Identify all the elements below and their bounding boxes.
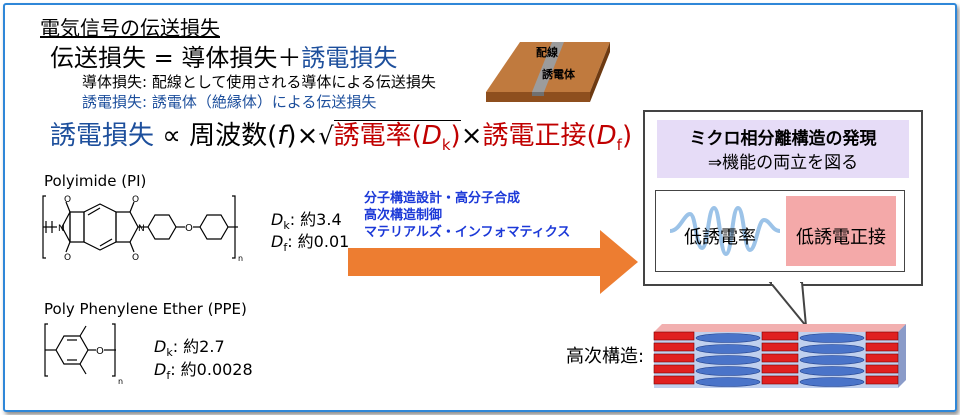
ppe-df: Df: 約0.0028 bbox=[154, 356, 253, 382]
formula-dielectric-loss: 誘電損失 bbox=[301, 44, 398, 72]
pi-df-d: D bbox=[271, 232, 284, 251]
pi-structure: O O O O N N O n bbox=[40, 190, 245, 263]
board-side bbox=[590, 42, 610, 102]
bubble-subtitle: ⇒機能の両立を図る bbox=[707, 153, 859, 173]
f2-permittivity: 誘電率(Dk) bbox=[333, 120, 461, 155]
low-dk-label: 低誘電率 bbox=[684, 227, 756, 248]
pi-dk: Dk: 約3.4 bbox=[271, 206, 342, 232]
f2-frequency: ∝ 周波数( bbox=[154, 121, 278, 151]
pi-o1: O bbox=[64, 195, 71, 205]
dielectric-label: 誘電体 bbox=[542, 67, 576, 81]
pi-df: Df: 約0.01 bbox=[271, 228, 349, 254]
formula-lhs: 伝送損失 = 導体損失＋ bbox=[50, 44, 302, 72]
wire-strip bbox=[532, 42, 564, 92]
ppe-df-d: D bbox=[154, 360, 167, 379]
ppe-o: O bbox=[96, 346, 104, 357]
wire-label: 配線 bbox=[536, 45, 558, 59]
f2-dielectric-loss: 誘電損失 bbox=[50, 121, 155, 151]
ppe-dk-d: D bbox=[154, 337, 167, 356]
pi-df-value: : 約0.01 bbox=[287, 232, 350, 251]
slide-title: 電気信号の伝送損失 bbox=[40, 16, 220, 40]
ppe-dk: Dk: 約2.7 bbox=[154, 333, 225, 359]
development-arrow bbox=[348, 230, 638, 294]
ppe-structure: O n bbox=[44, 323, 123, 386]
bubble-tail-shape bbox=[768, 282, 808, 330]
f2-times2: × bbox=[460, 121, 483, 151]
df-f: f bbox=[616, 136, 622, 155]
arrow-shape bbox=[348, 230, 638, 294]
ppe-n-subscript: n bbox=[118, 377, 123, 386]
arrow-text-1: 分子構造設計・高分子合成 bbox=[364, 191, 521, 206]
pi-name: Polyimide (PI) bbox=[44, 172, 147, 190]
pi-dk-d: D bbox=[271, 210, 284, 229]
bubble-title: ミクロ相分離構造の発現 bbox=[689, 129, 877, 149]
dk-d: D bbox=[421, 121, 442, 151]
pi-o-ether: O bbox=[185, 223, 193, 234]
ppe-dk-value: : 約2.7 bbox=[172, 337, 225, 356]
pi-n-subscript: n bbox=[238, 254, 243, 263]
wave-line bbox=[670, 205, 780, 257]
board-illustration: 配線 誘電体 bbox=[486, 42, 610, 102]
pi-o3: O bbox=[132, 195, 139, 205]
f2-times: )× bbox=[286, 121, 319, 151]
pi-dk-k: k bbox=[283, 219, 290, 233]
pi-df-f: f bbox=[283, 241, 288, 255]
pi-o2: O bbox=[64, 253, 71, 263]
ppe-df-value: : 約0.0028 bbox=[170, 360, 253, 379]
slide-frame bbox=[3, 3, 957, 412]
higher-order-label: 高次構造: bbox=[566, 346, 645, 367]
ppe-name: Poly Phenylene Ether (PPE) bbox=[44, 300, 247, 318]
ppe-df-f: f bbox=[166, 369, 171, 383]
bubble-header-bg bbox=[657, 120, 909, 178]
pi-n1: N bbox=[58, 224, 65, 234]
arrow-text-3: マテリアルズ・インフォマティクス bbox=[364, 225, 571, 240]
wave-graphic bbox=[670, 205, 780, 257]
f2-dissipation: 誘電正接(Df) bbox=[482, 121, 633, 155]
bubble-tail bbox=[768, 282, 808, 330]
sqrt-symbol: √ bbox=[318, 122, 334, 150]
wire-edge bbox=[532, 92, 544, 96]
board-front bbox=[486, 92, 590, 102]
conductor-loss-definition: 導体損失: 配線として使用される導体による伝送損失 bbox=[82, 73, 436, 91]
transmission-loss-formula: 伝送損失 = 導体損失＋誘電損失 bbox=[50, 38, 397, 73]
low-df-box bbox=[786, 196, 896, 266]
pi-n2: N bbox=[138, 224, 145, 234]
tan-close: ) bbox=[621, 121, 633, 151]
dielectric-loss-formula: 誘電損失 ∝ 周波数(f)×√誘電率(Dk)×誘電正接(Df) bbox=[50, 115, 632, 154]
df-d: D bbox=[596, 121, 617, 151]
perm-close: ) bbox=[450, 121, 461, 151]
ppe-dk-k: k bbox=[166, 346, 173, 360]
perm-text: 誘電率( bbox=[333, 121, 422, 151]
pi-o4: O bbox=[132, 253, 139, 263]
phase-separation-illustration bbox=[653, 324, 906, 388]
f2-f-symbol: f bbox=[277, 121, 287, 151]
arrow-text-2: 高次構造制御 bbox=[364, 208, 443, 223]
dielectric-loss-definition: 誘電損失: 誘電体（絶縁体）による伝送損失 bbox=[82, 93, 377, 111]
low-df-label: 低誘電正接 bbox=[796, 227, 886, 248]
arrow-text: 分子構造設計・高分子合成 高次構造制御 マテリアルズ・インフォマティクス bbox=[364, 190, 570, 241]
dk-k: k bbox=[441, 136, 451, 155]
pi-dk-value: : 約3.4 bbox=[289, 210, 342, 229]
tan-text: 誘電正接( bbox=[482, 121, 597, 151]
